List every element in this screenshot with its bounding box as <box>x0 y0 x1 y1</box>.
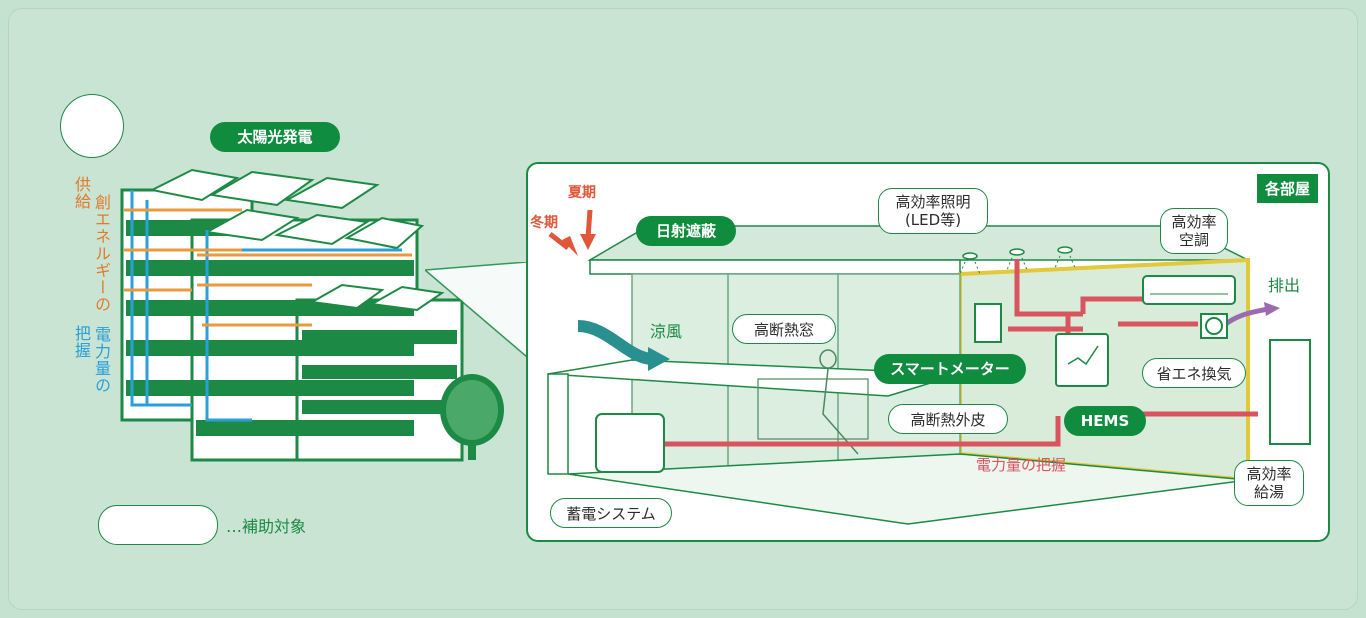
empty-circle-badge <box>60 94 124 158</box>
create-energy-label: 創エネルギーの <box>92 194 111 313</box>
zoom-connector <box>425 262 528 359</box>
winter-label: 冬期 <box>530 215 558 231</box>
apartment-building-illustration <box>120 168 504 462</box>
cool-breeze-label: 涼風 <box>650 322 683 341</box>
storage-system-label: 蓄電システム <box>550 498 672 528</box>
room-detail-panel: 各部屋 夏期 冬期 日射遮蔽 高効率照明 (LED等) 高効率 空調 排出 涼風… <box>526 162 1330 542</box>
room-tag: 各部屋 <box>1256 174 1318 203</box>
legend-swatch <box>98 505 218 545</box>
smart-meter-label: スマートメーター <box>874 354 1026 384</box>
water-heater-label: 高効率 給湯 <box>1234 460 1304 506</box>
ventilation-label: 省エネ換気 <box>1142 358 1246 388</box>
power-amount-label: 電力量の <box>92 326 111 394</box>
summer-label: 夏期 <box>568 185 596 201</box>
grasp-label: 把握 <box>72 325 91 359</box>
exhaust-label: 排出 <box>1268 276 1301 295</box>
power-grasp-label: 電力量の把握 <box>976 456 1067 474</box>
solar-power-label: 太陽光発電 <box>210 122 340 152</box>
supply-label: 供給 <box>72 176 91 210</box>
insulated-window-label: 高断熱窓 <box>732 314 836 344</box>
legend-text: …補助対象 <box>226 517 307 536</box>
hems-label: HEMS <box>1064 406 1146 436</box>
insulated-envelope-label: 高断熱外皮 <box>888 404 1008 434</box>
aircon-label: 高効率 空調 <box>1160 208 1228 254</box>
solar-shading-label: 日射遮蔽 <box>636 216 736 246</box>
led-lighting-label: 高効率照明 (LED等) <box>878 188 988 234</box>
room-illustration <box>547 209 1311 525</box>
